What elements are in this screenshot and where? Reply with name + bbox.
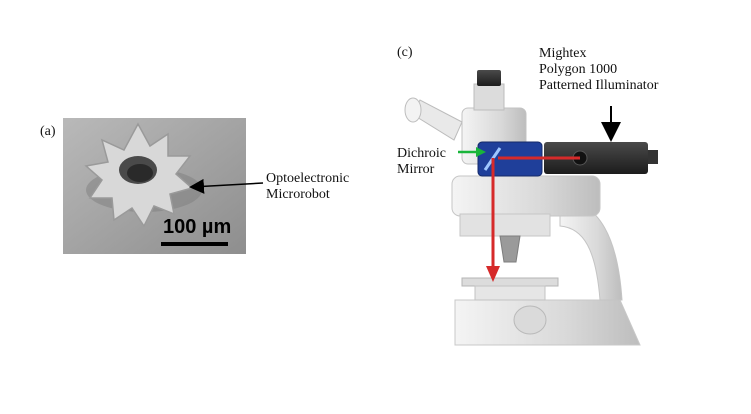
illuminator-line-3: Patterned Illuminator — [539, 78, 659, 93]
microrobot-callout-line-1: Optoelectronic — [266, 171, 350, 186]
dichroic-callout: Dichroic Mirror — [397, 146, 446, 178]
illuminator-line-1: Mightex — [539, 46, 587, 61]
dichroic-arrow — [458, 147, 486, 157]
scale-bar — [161, 242, 228, 246]
illuminator-line-2: Polygon 1000 — [539, 62, 618, 77]
scale-bar-label: 100 µm — [163, 216, 232, 238]
light-path — [486, 156, 580, 282]
microrobot-callout: Optoelectronic Microrobot — [266, 171, 349, 203]
panel-a-letter: (a) — [40, 124, 56, 139]
dichroic-line-1: Dichroic — [397, 146, 446, 161]
illuminator-device — [544, 142, 658, 174]
illuminator-callout: Mightex Polygon 1000 Patterned Illuminat… — [539, 46, 658, 94]
panel-c-letter: (c) — [397, 45, 413, 60]
dichroic-line-2: Mirror — [397, 162, 435, 177]
microrobot-gear — [84, 122, 202, 228]
microscope — [404, 70, 641, 346]
microrobot-arrow — [189, 178, 264, 194]
microrobot-callout-line-2: Microrobot — [266, 187, 330, 202]
